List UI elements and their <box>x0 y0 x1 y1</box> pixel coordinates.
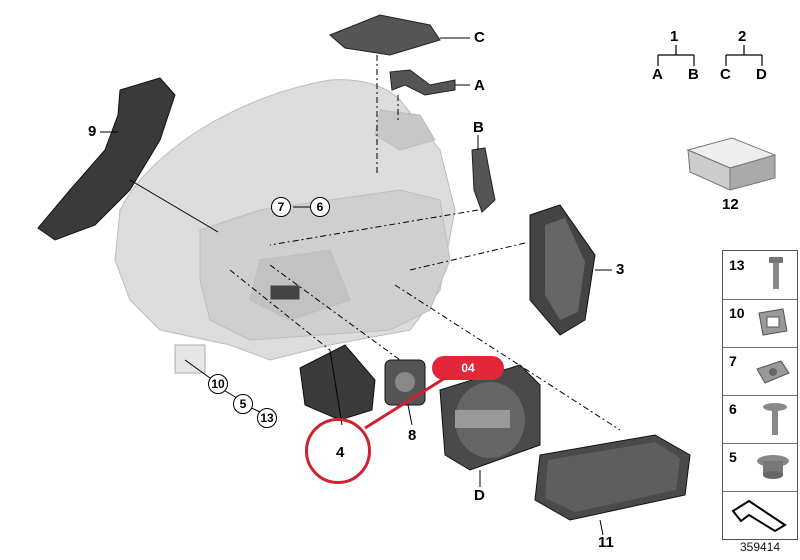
label-c-top[interactable]: C <box>474 29 485 46</box>
panel-item-5[interactable]: 5 <box>723 443 797 492</box>
ring-part-d <box>439 364 541 471</box>
module-part-4 <box>299 344 376 421</box>
clip-nut-icon <box>756 360 790 384</box>
label-12[interactable]: 12 <box>722 196 739 213</box>
document-number: 359414 <box>740 540 781 554</box>
vent-part-3 <box>529 204 596 336</box>
legend-leaf-a: A <box>652 66 663 83</box>
bracket-icon <box>758 308 788 336</box>
label-b[interactable]: B <box>473 119 484 136</box>
panel-item-number: 13 <box>729 257 745 273</box>
label-11[interactable]: 11 <box>598 534 614 551</box>
label-4[interactable]: 4 <box>336 444 345 461</box>
circled-label-5[interactable]: 5 <box>233 394 253 414</box>
grommet-icon <box>757 455 789 479</box>
headlight-housing <box>114 79 456 374</box>
box-part-12 <box>686 137 777 191</box>
highlight-badge[interactable]: 04 <box>432 356 504 380</box>
screw-icon <box>769 257 783 289</box>
legend-tree-lines <box>657 45 763 66</box>
panel-item-number: 5 <box>729 449 737 465</box>
panel-item-number: 6 <box>729 401 737 417</box>
circled-label-6[interactable]: 6 <box>310 197 330 217</box>
panel-item-7[interactable]: 7 <box>723 347 797 396</box>
label-8[interactable]: 8 <box>408 427 417 444</box>
panel-item-orientation[interactable] <box>723 491 797 539</box>
label-9[interactable]: 9 <box>88 123 97 140</box>
bracket-part-9 <box>37 77 176 241</box>
control-unit-part-11 <box>534 434 691 521</box>
bracket-part-b <box>471 147 496 213</box>
label-d[interactable]: D <box>474 487 485 504</box>
circled-label-7[interactable]: 7 <box>271 197 291 217</box>
label-3[interactable]: 3 <box>616 261 625 278</box>
motor-part-8 <box>384 359 426 406</box>
legend-leaf-b: B <box>688 66 699 83</box>
highlight-ring <box>305 418 371 484</box>
cover-part-c <box>329 14 441 56</box>
hardware-panel: 13 10 7 6 <box>722 250 798 540</box>
panel-item-number: 10 <box>729 305 745 321</box>
panel-item-13[interactable]: 13 <box>723 251 797 300</box>
legend-leaf-d: D <box>756 66 767 83</box>
orientation-arrow-icon <box>731 499 787 533</box>
circled-label-13[interactable]: 13 <box>257 408 277 428</box>
legend-root-1: 1 <box>670 28 679 45</box>
panel-item-number: 7 <box>729 353 737 369</box>
legend-root-2: 2 <box>738 28 747 45</box>
flange-screw-icon <box>763 403 787 435</box>
circled-label-10[interactable]: 10 <box>208 374 228 394</box>
panel-item-10[interactable]: 10 <box>723 299 797 348</box>
label-a[interactable]: A <box>474 77 485 94</box>
clip-part-a <box>389 69 456 96</box>
panel-item-6[interactable]: 6 <box>723 395 797 444</box>
legend-leaf-c: C <box>720 66 731 83</box>
